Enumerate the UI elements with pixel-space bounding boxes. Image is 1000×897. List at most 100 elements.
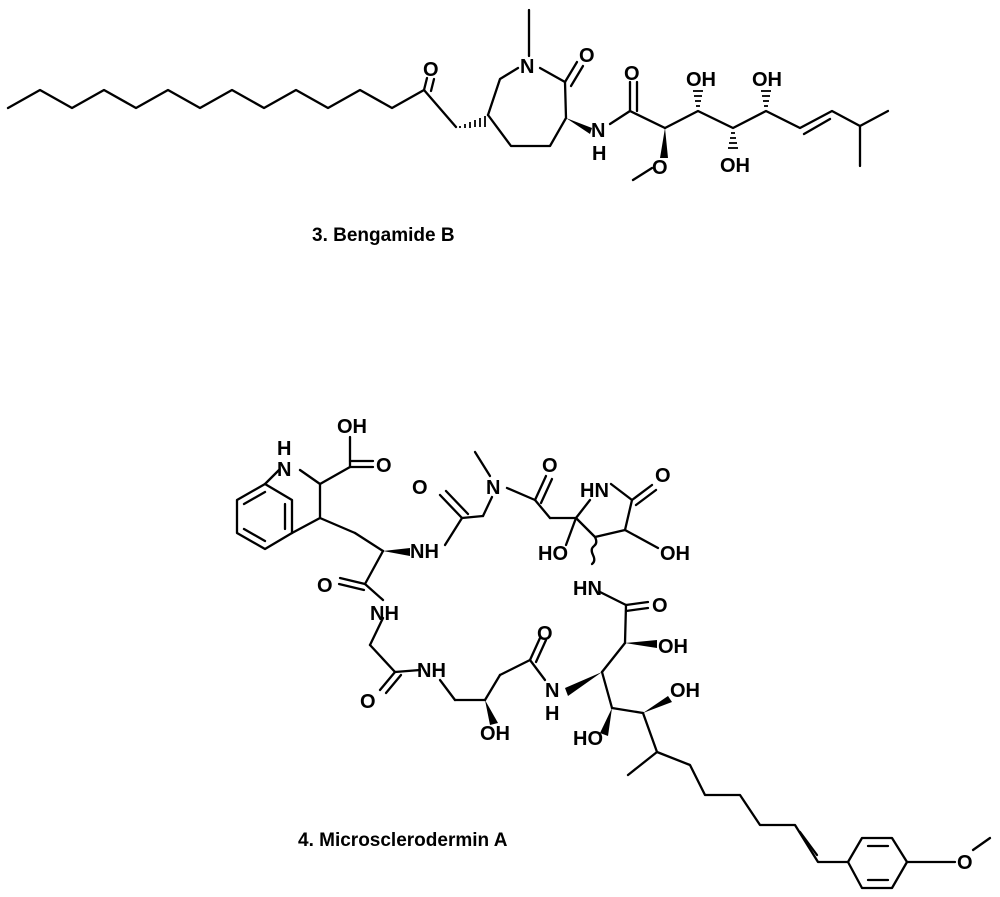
indoline-ring-2 xyxy=(290,468,322,535)
co7-ch2 xyxy=(368,643,397,674)
atom-h-amide: H xyxy=(592,143,606,165)
ch2-pyrr xyxy=(533,498,552,520)
co-4b xyxy=(624,606,650,613)
c-methyl-c xyxy=(641,711,659,754)
atom-nh-3: NH xyxy=(417,660,446,682)
atom-o-amide: O xyxy=(624,63,640,85)
atom-oh-3: OH xyxy=(720,155,750,177)
azepane-ring xyxy=(486,66,520,117)
lactam-co-a xyxy=(630,483,654,502)
polyol-chain xyxy=(663,109,862,130)
nh3-co xyxy=(393,668,422,674)
wedge-oh-side1 xyxy=(625,640,657,648)
atom-o-3: O xyxy=(317,575,333,597)
atom-hn-2: HN xyxy=(573,578,602,600)
atom-o-ring-carbonyl: O xyxy=(579,45,595,67)
wedge-oh-5 xyxy=(485,700,498,725)
lactam-co-b xyxy=(634,488,658,507)
atom-n-amide: N xyxy=(591,120,605,142)
methoxy-methyl-2 xyxy=(971,836,992,852)
ketone-ch2-bond xyxy=(422,88,458,129)
microsclerodermin-a-structure: OH O H N O N O HN O NH HO OH O HN O NH O… xyxy=(235,416,992,890)
wedge-ho-2 xyxy=(600,708,612,736)
atom-n-ring: N xyxy=(520,56,534,78)
co6-ch2 xyxy=(498,658,532,677)
co-3a xyxy=(533,474,548,502)
benzene-ring xyxy=(235,482,294,551)
ring-carbonyl-b xyxy=(569,64,585,88)
co-4a xyxy=(624,600,650,607)
ring-ho-bond xyxy=(564,516,578,547)
atom-nh-2: NH xyxy=(370,603,399,625)
benzene-inner-1 xyxy=(242,490,267,506)
alpha-carbonyl xyxy=(363,549,385,586)
methoxy-methyl xyxy=(631,166,654,182)
atom-oh-1: OH xyxy=(686,69,716,91)
co-nh-bond xyxy=(363,582,385,602)
atom-n-4: N xyxy=(545,680,559,702)
atom-o-methoxy-aryl: O xyxy=(957,852,973,874)
co-1a xyxy=(338,576,367,586)
methyl xyxy=(626,750,659,777)
pyrrolidinone-ring xyxy=(574,482,634,539)
atom-oh-side2: OH xyxy=(670,680,700,702)
amide-c-alpha xyxy=(628,109,667,130)
atom-n-indoline: N xyxy=(277,459,291,481)
ch2-nh2 xyxy=(368,616,385,647)
hn-co xyxy=(598,590,628,607)
wedge-methoxy xyxy=(660,128,668,158)
alkene-inner-2 xyxy=(798,830,819,857)
atom-hn-lactam: HN xyxy=(580,480,609,502)
atom-oh-side1: OH xyxy=(658,636,688,658)
wedge-to-nh xyxy=(566,118,592,134)
wedge-nh-4 xyxy=(565,672,602,696)
n-methyl xyxy=(473,450,492,478)
atom-oh-ring: OH xyxy=(660,543,690,565)
ring-oh-bond xyxy=(623,528,660,550)
n-co-3 xyxy=(505,486,537,502)
atom-o-5: O xyxy=(537,623,553,645)
atom-h-indoline: H xyxy=(277,438,291,460)
alkyl-chain xyxy=(6,88,426,110)
caption-microsclerodermin: 4. Microsclerodermin A xyxy=(298,830,508,851)
co-7b xyxy=(384,673,403,695)
atom-nh-1: NH xyxy=(410,541,439,563)
co-3b xyxy=(539,477,554,505)
co-2a xyxy=(438,493,464,520)
c-c-chain xyxy=(600,641,627,674)
atom-oh-4: OH xyxy=(480,723,510,745)
nh-amide-bond xyxy=(608,109,632,126)
atom-oh-2: OH xyxy=(752,69,782,91)
ring-carbonyl-a xyxy=(563,60,579,84)
hashed-oh-1 xyxy=(693,90,703,107)
alpha-bond xyxy=(353,531,385,553)
hashed-bond-ring xyxy=(459,116,486,128)
atom-n-methyl: N xyxy=(486,477,500,499)
c-c-lower xyxy=(600,670,614,710)
ketone-bond-a xyxy=(422,76,429,92)
indoline-ring xyxy=(263,468,281,486)
atom-oh-acid: OH xyxy=(337,416,367,438)
wedge-oh-4 xyxy=(643,696,672,713)
atom-o-6: O xyxy=(360,691,376,713)
atom-o-ketone: O xyxy=(423,59,439,81)
alkene-inner xyxy=(802,117,832,136)
atom-ho-2: HO xyxy=(573,728,603,750)
benzene-inner-2 xyxy=(242,527,267,543)
wavy-bond xyxy=(590,535,598,566)
co-1b xyxy=(337,582,366,592)
ch2-n2 xyxy=(481,495,494,518)
c-choh xyxy=(623,603,628,645)
co-7a xyxy=(378,670,397,692)
atom-ho-1: HO xyxy=(538,543,568,565)
ch2-nh3 xyxy=(438,678,457,702)
isopropyl-a xyxy=(858,109,890,128)
wedge-nh-1 xyxy=(383,548,410,556)
atom-o-methoxy: O xyxy=(652,157,668,179)
hashed-oh-2 xyxy=(728,132,738,149)
side-chain xyxy=(655,750,850,864)
co-6a xyxy=(528,636,542,662)
acid-c-bond xyxy=(318,465,352,486)
ch2-bond xyxy=(318,516,357,535)
